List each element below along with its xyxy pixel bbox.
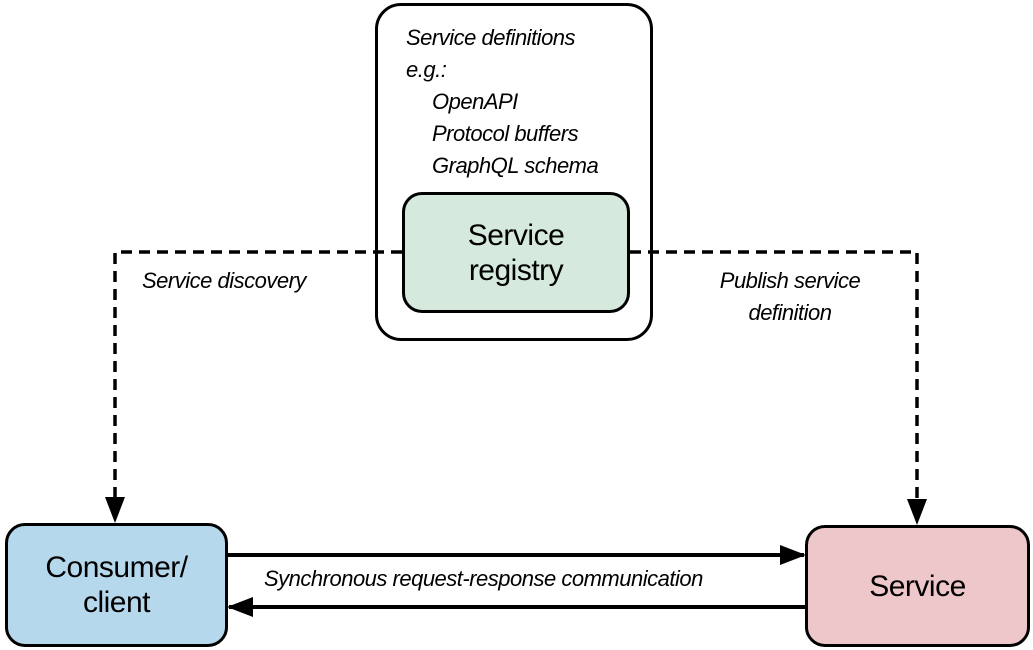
service-discovery-edge-label: Service discovery [142,268,306,293]
note-line: Service definitions [406,25,576,50]
publish-definition-dashed-arrow [630,250,927,525]
note-line-graphql-schema: GraphQL schema [432,153,599,178]
note-line-protocol-buffers: Protocol buffers [432,121,579,146]
note-line-openapi: OpenAPI [432,89,518,114]
service-discovery-dashed-arrow [105,250,402,523]
consumer-client-node: Consumer/ client [5,523,228,647]
sync-communication-edge-label: Synchronous request-response communicati… [264,566,703,591]
service-label: Service [869,569,966,603]
service-node: Service [805,525,1030,647]
service-registry-label: Service registry [467,218,565,287]
consumer-client-label: Consumer/ client [45,551,188,619]
publish-service-definition-edge-label: Publish service definition [719,268,861,325]
service-registry-node: Service registry [402,192,630,313]
note-line: e.g.: [406,57,447,82]
service-definitions-note: Service definitions e.g.: OpenAPI Protoc… [406,22,599,182]
